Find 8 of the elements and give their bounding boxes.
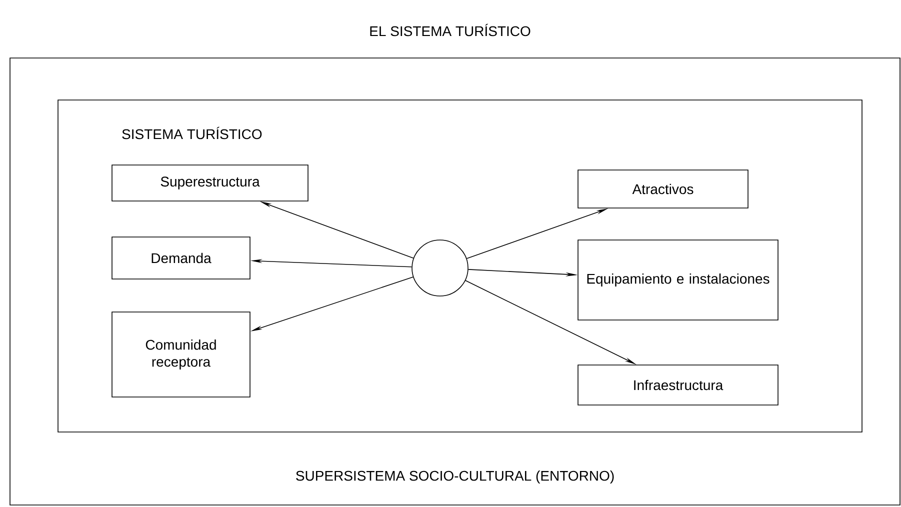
title: EL SISTEMA TURÍSTICO — [370, 24, 530, 36]
process-box: Comunidad receptora — [112, 312, 250, 398]
process-box: Infraestructura — [578, 364, 778, 406]
process-box: Demanda — [112, 236, 250, 280]
circle — [412, 240, 468, 296]
process-box: Atractivos — [578, 170, 748, 208]
process-box: Equipamiento e instalaciones — [578, 240, 778, 320]
process-box: Superestructura — [112, 164, 308, 202]
